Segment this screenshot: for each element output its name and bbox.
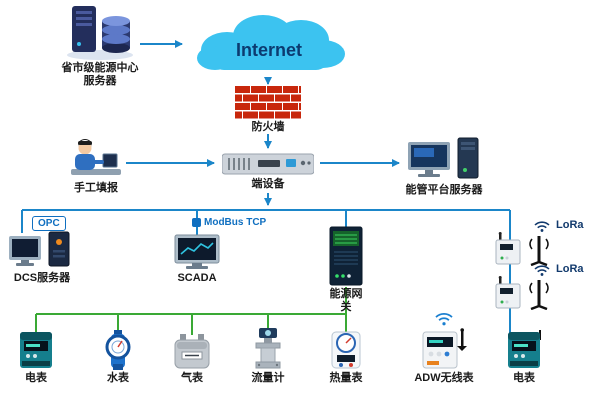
- node-meter-flow: 流量计: [236, 328, 300, 385]
- wifi-icon: [534, 265, 550, 276]
- wifi-icon: [534, 221, 550, 232]
- server-stack-icon: [67, 6, 133, 60]
- lora-device-icon: [495, 232, 521, 265]
- edge-device-label: 端设备: [251, 178, 285, 190]
- platform-server-label: 能管平台服务器: [405, 184, 483, 196]
- adw-meter-icon: [422, 328, 467, 369]
- adw-meter-label: ADW无线表: [414, 372, 474, 384]
- modbus-bullet-icon: [192, 218, 201, 227]
- node-edge-device: 端设备: [222, 152, 314, 191]
- node-gateway: 能源网关: [328, 226, 364, 313]
- node-platform-server: 能管平台服务器: [404, 136, 484, 197]
- edge-device-icon: [222, 153, 314, 175]
- node-lora-upper: LoRa: [494, 218, 596, 266]
- water-meter-icon: [105, 330, 131, 370]
- water-meter-label: 水表: [107, 372, 129, 384]
- gas-meter-label: 气表: [181, 372, 203, 384]
- center-server-label: 省市级能源中心 服务器: [61, 62, 139, 87]
- node-manual-entry: 手工填报: [64, 138, 128, 195]
- wifi-icon: [435, 313, 453, 326]
- opc-protocol-tag: OPC: [32, 216, 66, 231]
- electric-meter-right-label: 电表: [513, 372, 535, 384]
- electric-meter-icon: [20, 332, 52, 368]
- platform-server-icon: [408, 137, 479, 179]
- person-at-desk-icon: [71, 139, 121, 175]
- antenna-icon: [529, 280, 549, 310]
- node-internet: Internet: [185, 8, 351, 78]
- node-meter-water: 水表: [86, 330, 150, 385]
- firewall-icon: [235, 86, 301, 119]
- electric-meter-icon: [508, 330, 541, 368]
- flow-meter-label: 流量计: [251, 372, 285, 384]
- opc-label: OPC: [32, 216, 66, 231]
- node-meter-gas: 气表: [160, 334, 224, 385]
- gas-meter-icon: [174, 334, 210, 369]
- internet-label: Internet: [236, 40, 302, 60]
- scada-label: SCADA: [177, 272, 217, 284]
- node-scada: SCADA: [168, 234, 226, 285]
- heat-meter-icon: [331, 331, 361, 369]
- node-meter-heat: 热量表: [314, 330, 378, 385]
- dcs-server-label: DCS服务器: [13, 272, 71, 284]
- manual-entry-label: 手工填报: [74, 182, 118, 194]
- heat-meter-label: 热量表: [329, 372, 363, 384]
- gateway-cabinet-icon: [329, 226, 363, 286]
- node-meter-electric-right: 电表: [494, 330, 554, 385]
- node-center-server: 省市级能源中心 服务器: [58, 4, 142, 87]
- electric-meter-left-label: 电表: [25, 372, 47, 384]
- flow-meter-icon: [255, 328, 281, 369]
- gateway-label: 能源网关: [329, 288, 363, 313]
- firewall-label: 防火墙: [251, 121, 285, 133]
- node-firewall: 防火墙: [235, 86, 301, 134]
- node-meter-adw: ADW无线表: [409, 310, 479, 385]
- modbus-protocol-tag: ModBus TCP: [192, 217, 266, 228]
- lora-lower-label: LoRa: [556, 263, 584, 275]
- node-meter-electric-left: 电表: [4, 330, 68, 385]
- modbus-label: ModBus TCP: [204, 217, 267, 228]
- antenna-icon: [529, 236, 549, 266]
- node-dcs-server: DCS服务器: [6, 230, 78, 285]
- node-lora-lower: LoRa: [494, 262, 596, 310]
- dcs-server-icon: [9, 231, 70, 267]
- lora-upper-label: LoRa: [556, 219, 584, 231]
- lora-device-icon: [495, 276, 521, 309]
- scada-monitor-icon: [174, 234, 220, 269]
- internet-cloud-icon: Internet: [197, 15, 345, 70]
